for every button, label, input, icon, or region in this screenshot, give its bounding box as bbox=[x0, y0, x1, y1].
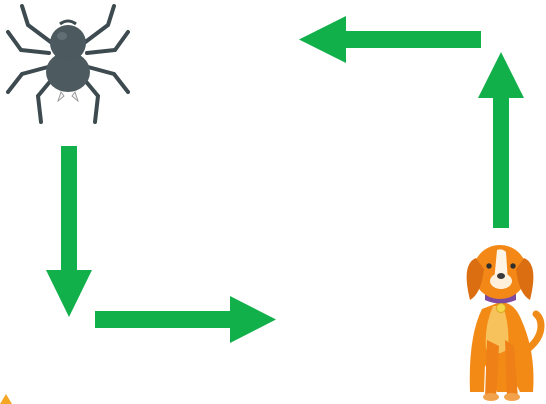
spider-thorax bbox=[50, 25, 86, 61]
